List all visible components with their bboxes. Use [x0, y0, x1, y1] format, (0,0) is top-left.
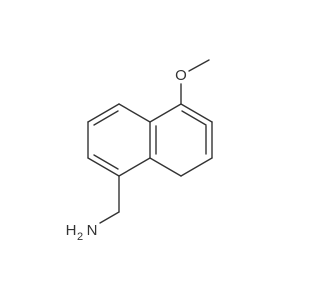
bond-ch2-nitrogen	[99, 211, 120, 224]
bond-c8a-c1	[149, 103, 182, 123]
bond-c1-c2-inner	[181, 110, 207, 126]
amine-hydrogen-label: H	[66, 222, 77, 239]
bond-c5-c4a	[118, 157, 151, 177]
bond-c3-c4	[180, 157, 213, 177]
bond-oxygen-methyl	[188, 59, 210, 72]
nitrogen-atom-label: N	[87, 222, 98, 239]
bond-c6-c5-inner	[93, 154, 119, 170]
bond-c8a-c8	[118, 103, 151, 123]
oxygen-atom-label: O	[175, 67, 187, 84]
bond-c6-c5	[87, 157, 120, 177]
bond-c1-c2	[180, 103, 213, 123]
bond-c4-c4a	[149, 157, 182, 177]
molecule-structure-diagram: O H 2 N	[66, 59, 213, 243]
bond-c8-c7-inner	[93, 110, 119, 126]
bond-c8-c7	[87, 103, 120, 123]
amine-hydrogen-count: 2	[77, 231, 83, 243]
